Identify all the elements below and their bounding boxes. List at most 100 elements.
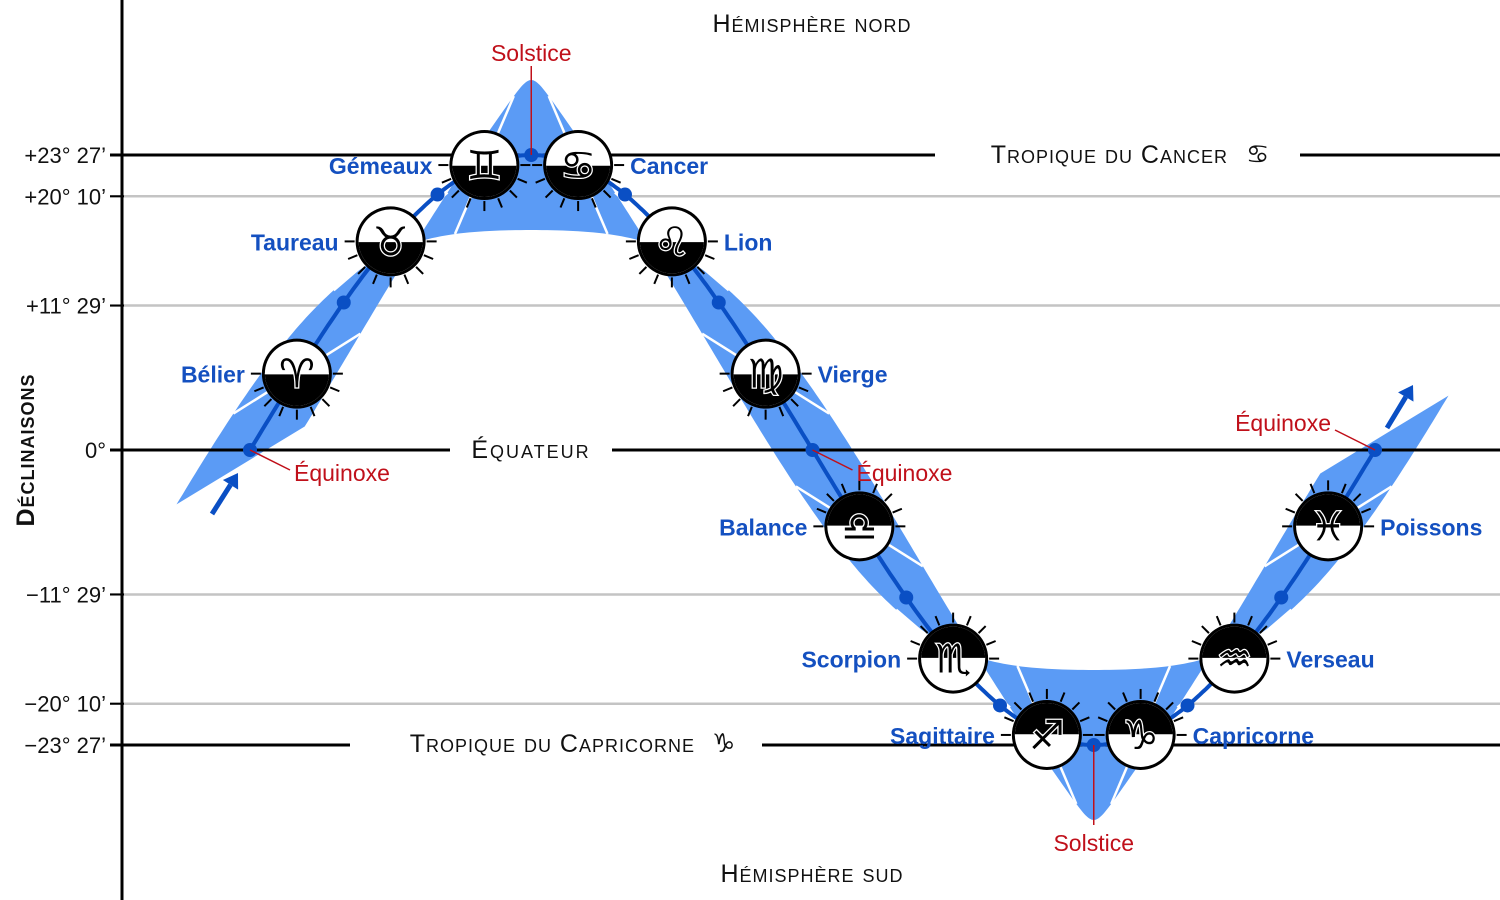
sun-ray: [517, 177, 528, 184]
sun-ray: [1165, 701, 1174, 711]
sun-ray: [684, 274, 691, 285]
sun-ray: [329, 386, 340, 393]
sun-ray: [1097, 716, 1108, 723]
arrow-start-shaft: [209, 483, 233, 516]
sign-label: Poissons: [1380, 514, 1482, 540]
path-node: [993, 698, 1007, 713]
sun-ray: [1028, 692, 1035, 703]
sign-11: ♓: [1282, 480, 1375, 562]
sun-ray: [403, 274, 410, 285]
arrow-start-head: [222, 473, 239, 490]
sign-3: ♋: [532, 130, 625, 212]
sun-ray: [611, 177, 622, 184]
event-label: Équinoxe: [857, 460, 953, 486]
event-label: Équinoxe: [294, 460, 390, 486]
sign-symbol: ♏: [935, 637, 971, 683]
event-label: Solstice: [491, 40, 572, 66]
sun-ray: [544, 189, 554, 199]
path-node: [1180, 698, 1195, 713]
declination-ticks: +23° 27’+20° 10’+11° 29’0°−11° 29’−20° 1…: [24, 143, 124, 758]
sun-ray: [559, 197, 566, 208]
sign-6: ♎: [813, 480, 906, 562]
tick-label: −20° 10’: [24, 692, 106, 717]
sun-ray: [778, 406, 785, 417]
sun-ray: [798, 386, 809, 393]
sign-label: Verseau: [1286, 647, 1374, 673]
sun-ray: [509, 189, 518, 199]
arrow-end-head: [1398, 385, 1414, 402]
path-node: [618, 187, 632, 202]
sign-half-shadow: [921, 626, 986, 659]
tropic-capricorn-symbol: ♑: [712, 729, 735, 759]
sun-ray: [415, 266, 424, 275]
sun-ray: [1340, 483, 1347, 494]
sign-label: Vierge: [818, 362, 888, 388]
sun-ray: [722, 386, 733, 393]
equator-label: Équateur: [471, 435, 590, 464]
sign-symbol: ♌: [654, 219, 690, 265]
sun-ray: [535, 177, 546, 184]
sign-symbol: ♉: [373, 219, 409, 265]
sun-ray: [372, 274, 378, 285]
event-leader: [812, 449, 853, 471]
tropic-cancer-symbol: ♋: [1246, 140, 1269, 170]
sign-symbol: ♈: [279, 352, 315, 398]
sign-half-shadow: [1202, 626, 1267, 659]
sun-ray: [986, 640, 997, 646]
sign-half-shadow: [1108, 702, 1173, 735]
sign-5: ♍: [719, 338, 812, 420]
sun-ray: [1071, 701, 1081, 711]
tick-label: +11° 29’: [26, 294, 106, 319]
sun-ray: [1079, 716, 1090, 723]
sun-ray: [309, 406, 316, 417]
hemisphere-north-label: Hémisphère nord: [712, 10, 911, 38]
sun-ray: [1294, 493, 1304, 502]
sun-ray: [1153, 692, 1160, 703]
sign-half-shadow: [358, 241, 423, 274]
sign-label: Bélier: [181, 362, 245, 388]
sign-half-shadow: [452, 165, 517, 198]
event-label: Équinoxe: [1235, 410, 1331, 436]
sign-0: ♈: [250, 338, 343, 420]
direction-arrows: [209, 385, 1414, 516]
labels: Hémisphère nord Hémisphère sud Déclinais…: [12, 10, 1269, 888]
sign-symbol: ♋: [560, 143, 596, 189]
sign-half-shadow: [1014, 702, 1079, 735]
sun-ray: [653, 274, 660, 285]
axis-title: Déclinaisons: [12, 373, 40, 526]
sun-ray: [321, 398, 331, 407]
sun-ray: [747, 406, 753, 417]
tick-label: +23° 27’: [24, 143, 106, 168]
sign-symbol: ♐: [1029, 713, 1065, 759]
sun-ray: [590, 197, 597, 208]
sun-ray: [357, 266, 366, 275]
path-node: [711, 295, 726, 310]
sign-symbol: ♑: [1123, 713, 1159, 759]
zodiac-signs: ♈Bélier♉Taureau♊Gémeaux♋Cancer♌Lion♍Vier…: [181, 130, 1482, 770]
sun-ray: [1247, 615, 1253, 626]
sun-ray: [1201, 625, 1210, 634]
sign-label: Lion: [724, 229, 773, 255]
event-leader: [1334, 429, 1376, 451]
event-label: Solstice: [1053, 830, 1134, 856]
event-leader: [249, 449, 291, 471]
sun-ray: [1191, 640, 1202, 646]
sun-ray: [602, 189, 612, 199]
sun-ray: [872, 483, 878, 494]
sign-8: ♐: [1000, 688, 1093, 770]
sign-symbol: ♎: [841, 504, 877, 550]
sun-ray: [465, 197, 472, 208]
sun-ray: [1059, 692, 1066, 703]
sign-10: ♒: [1188, 612, 1281, 694]
sun-ray: [910, 640, 921, 646]
sun-ray: [263, 398, 273, 407]
path-node: [430, 187, 445, 202]
sun-ray: [497, 197, 503, 208]
sun-ray: [451, 189, 460, 199]
sun-ray: [919, 625, 929, 634]
path-node: [336, 295, 351, 310]
sun-ray: [1013, 701, 1023, 711]
sign-label: Cancer: [630, 153, 708, 179]
sun-ray: [884, 493, 893, 502]
